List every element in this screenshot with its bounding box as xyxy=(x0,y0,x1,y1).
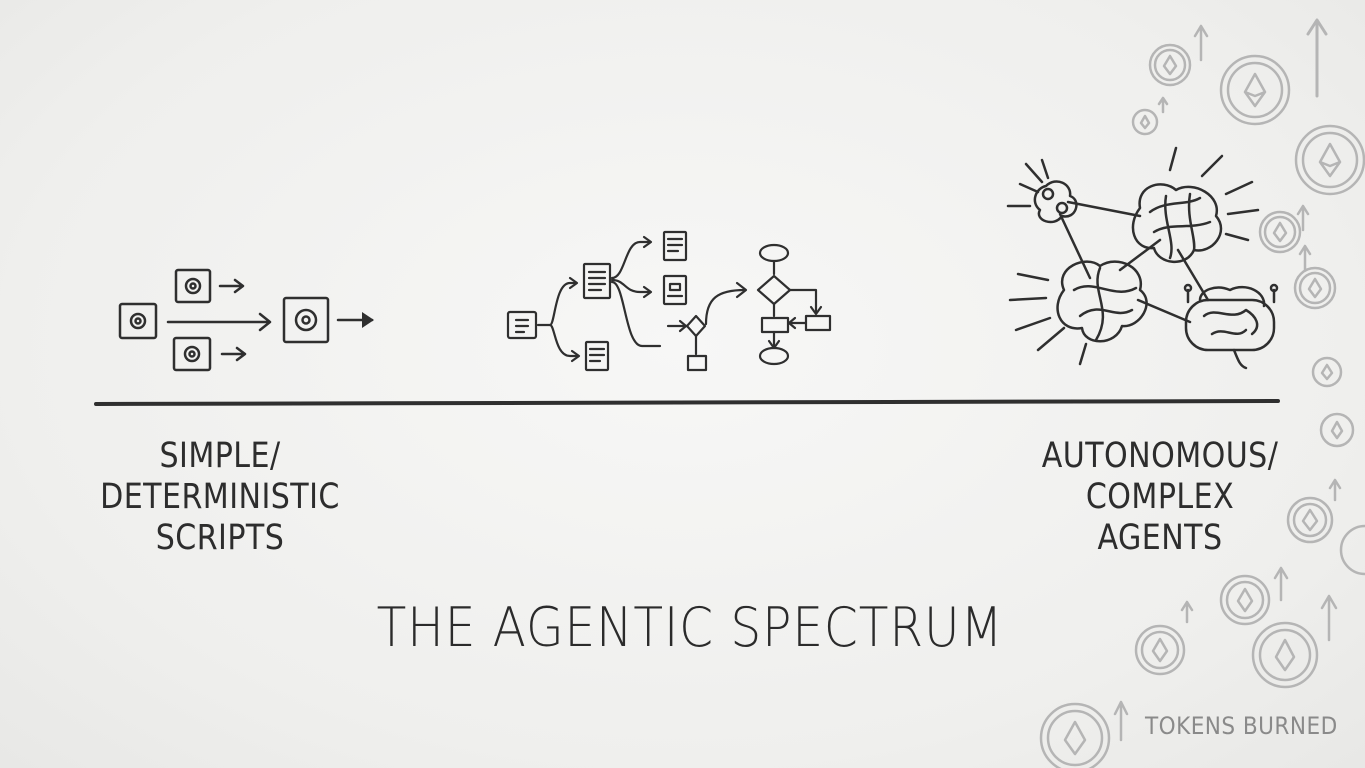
left-label-line1: SIMPLE/ xyxy=(159,436,281,476)
workflow-flowchart-icon xyxy=(506,230,832,372)
gear-pipeline-icon xyxy=(118,268,374,372)
left-endpoint-label: SIMPLE/ DETERMINISTIC SCRIPTS xyxy=(91,436,349,559)
left-label-line3: SCRIPTS xyxy=(155,518,285,558)
right-label-line3: AGENTS xyxy=(1097,518,1223,558)
token-coin-icon xyxy=(1039,18,1365,768)
tokens-burned-label: TOKENS BURNED xyxy=(1145,712,1338,740)
right-endpoint-label: AUTONOMOUS/ COMPLEX AGENTS xyxy=(1031,436,1289,559)
agent-network-brain-icon xyxy=(1006,146,1279,370)
left-label-line2: DETERMINISTIC xyxy=(100,477,340,517)
right-label-line2: COMPLEX xyxy=(1085,477,1235,517)
page-title: THE AGENTIC SPECTRUM xyxy=(376,596,1004,659)
right-label-line1: AUTONOMOUS/ xyxy=(1041,436,1279,476)
